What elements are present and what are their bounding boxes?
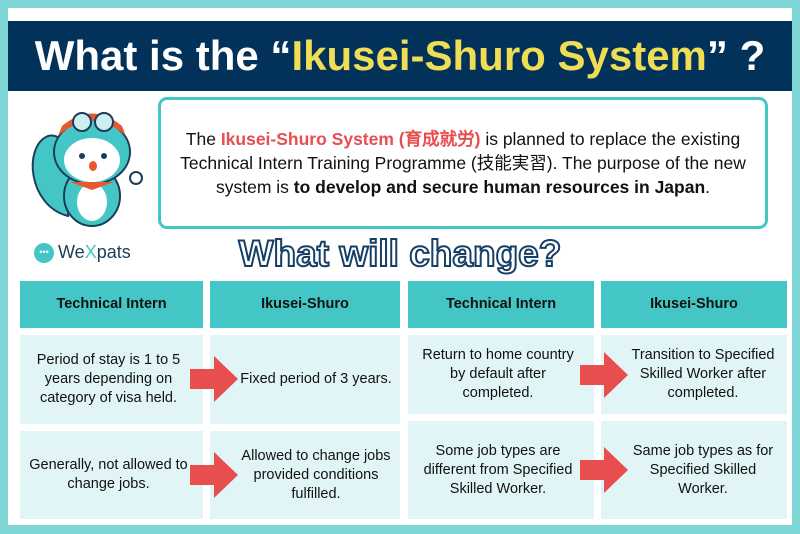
- right-arrow-icon: [580, 352, 628, 398]
- title-suffix: ” ?: [706, 32, 766, 79]
- logo-pats: pats: [96, 242, 131, 262]
- header-ikusei-shuro: Ikusei-Shuro: [210, 281, 400, 328]
- header-ikusei-shuro: Ikusei-Shuro: [601, 281, 787, 328]
- table-cell: Generally, not allowed to change jobs.: [20, 431, 203, 519]
- title-prefix: What is the “: [34, 32, 292, 79]
- intro-text-2: is planned to replace the existing Techn…: [180, 129, 746, 197]
- table-cell: Same job types as for Specified Skilled …: [601, 421, 787, 519]
- section-heading: What will change?: [238, 232, 563, 275]
- table-cell: Return to home country by default after …: [408, 335, 594, 414]
- logo-we: We: [58, 242, 85, 262]
- chat-bubble-logo-icon: •••: [34, 242, 54, 263]
- title-bar: What is the “Ikusei-Shuro System” ?: [8, 21, 792, 91]
- intro-text-1: The: [185, 129, 221, 149]
- table-cell: Period of stay is 1 to 5 years depending…: [20, 335, 203, 424]
- intro-text-3: .: [705, 177, 711, 197]
- right-arrow-icon: [190, 356, 238, 402]
- title-highlight: Ikusei-Shuro System: [291, 32, 707, 79]
- header-technical-intern: Technical Intern: [408, 281, 594, 328]
- right-arrow-icon: [580, 447, 628, 493]
- right-arrow-icon: [190, 452, 238, 498]
- table-cell: Allowed to change jobs provided conditio…: [210, 431, 400, 519]
- wexpats-logo: ••• WeXpats: [34, 242, 131, 263]
- table-cell: Transition to Specified Skilled Worker a…: [601, 335, 787, 414]
- logo-x: X: [84, 242, 97, 262]
- table-cell: Some job types are different from Specif…: [408, 421, 594, 519]
- squirrel-mascot-icon: [31, 112, 143, 227]
- intro-box: The Ikusei-Shuro System (育成就労) is planne…: [158, 97, 768, 229]
- intro-paragraph: The Ikusei-Shuro System (育成就労) is planne…: [173, 127, 753, 199]
- intro-bold: to develop and secure human resources in…: [293, 177, 706, 197]
- logo-text: WeXpats: [58, 242, 131, 263]
- intro-highlight: Ikusei-Shuro System (育成就労): [220, 129, 481, 149]
- page-title: What is the “Ikusei-Shuro System” ?: [35, 32, 765, 80]
- header-technical-intern: Technical Intern: [20, 281, 203, 328]
- table-cell: Fixed period of 3 years.: [210, 335, 400, 424]
